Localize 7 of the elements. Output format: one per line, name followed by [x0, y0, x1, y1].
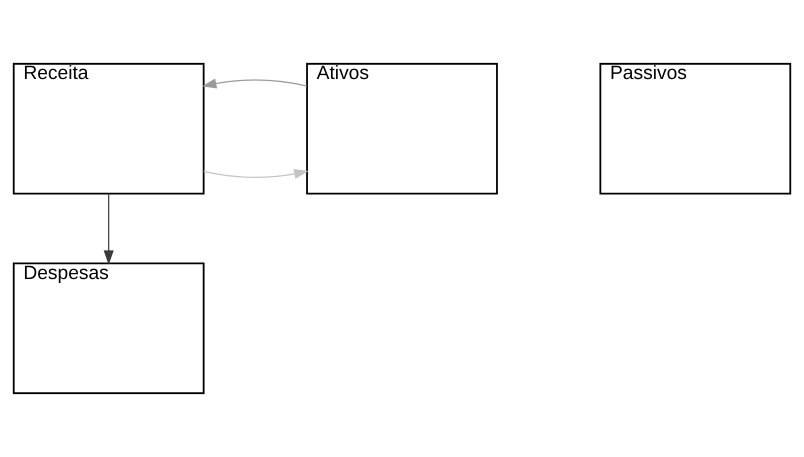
arrow: [204, 169, 309, 179]
node-box: Ativos: [306, 62, 498, 195]
node-box: Receita: [12, 62, 205, 195]
node-box: Passivos: [599, 62, 792, 195]
arrow: [202, 78, 307, 88]
node-box: Despesas: [12, 262, 205, 394]
arrow: [104, 194, 114, 265]
